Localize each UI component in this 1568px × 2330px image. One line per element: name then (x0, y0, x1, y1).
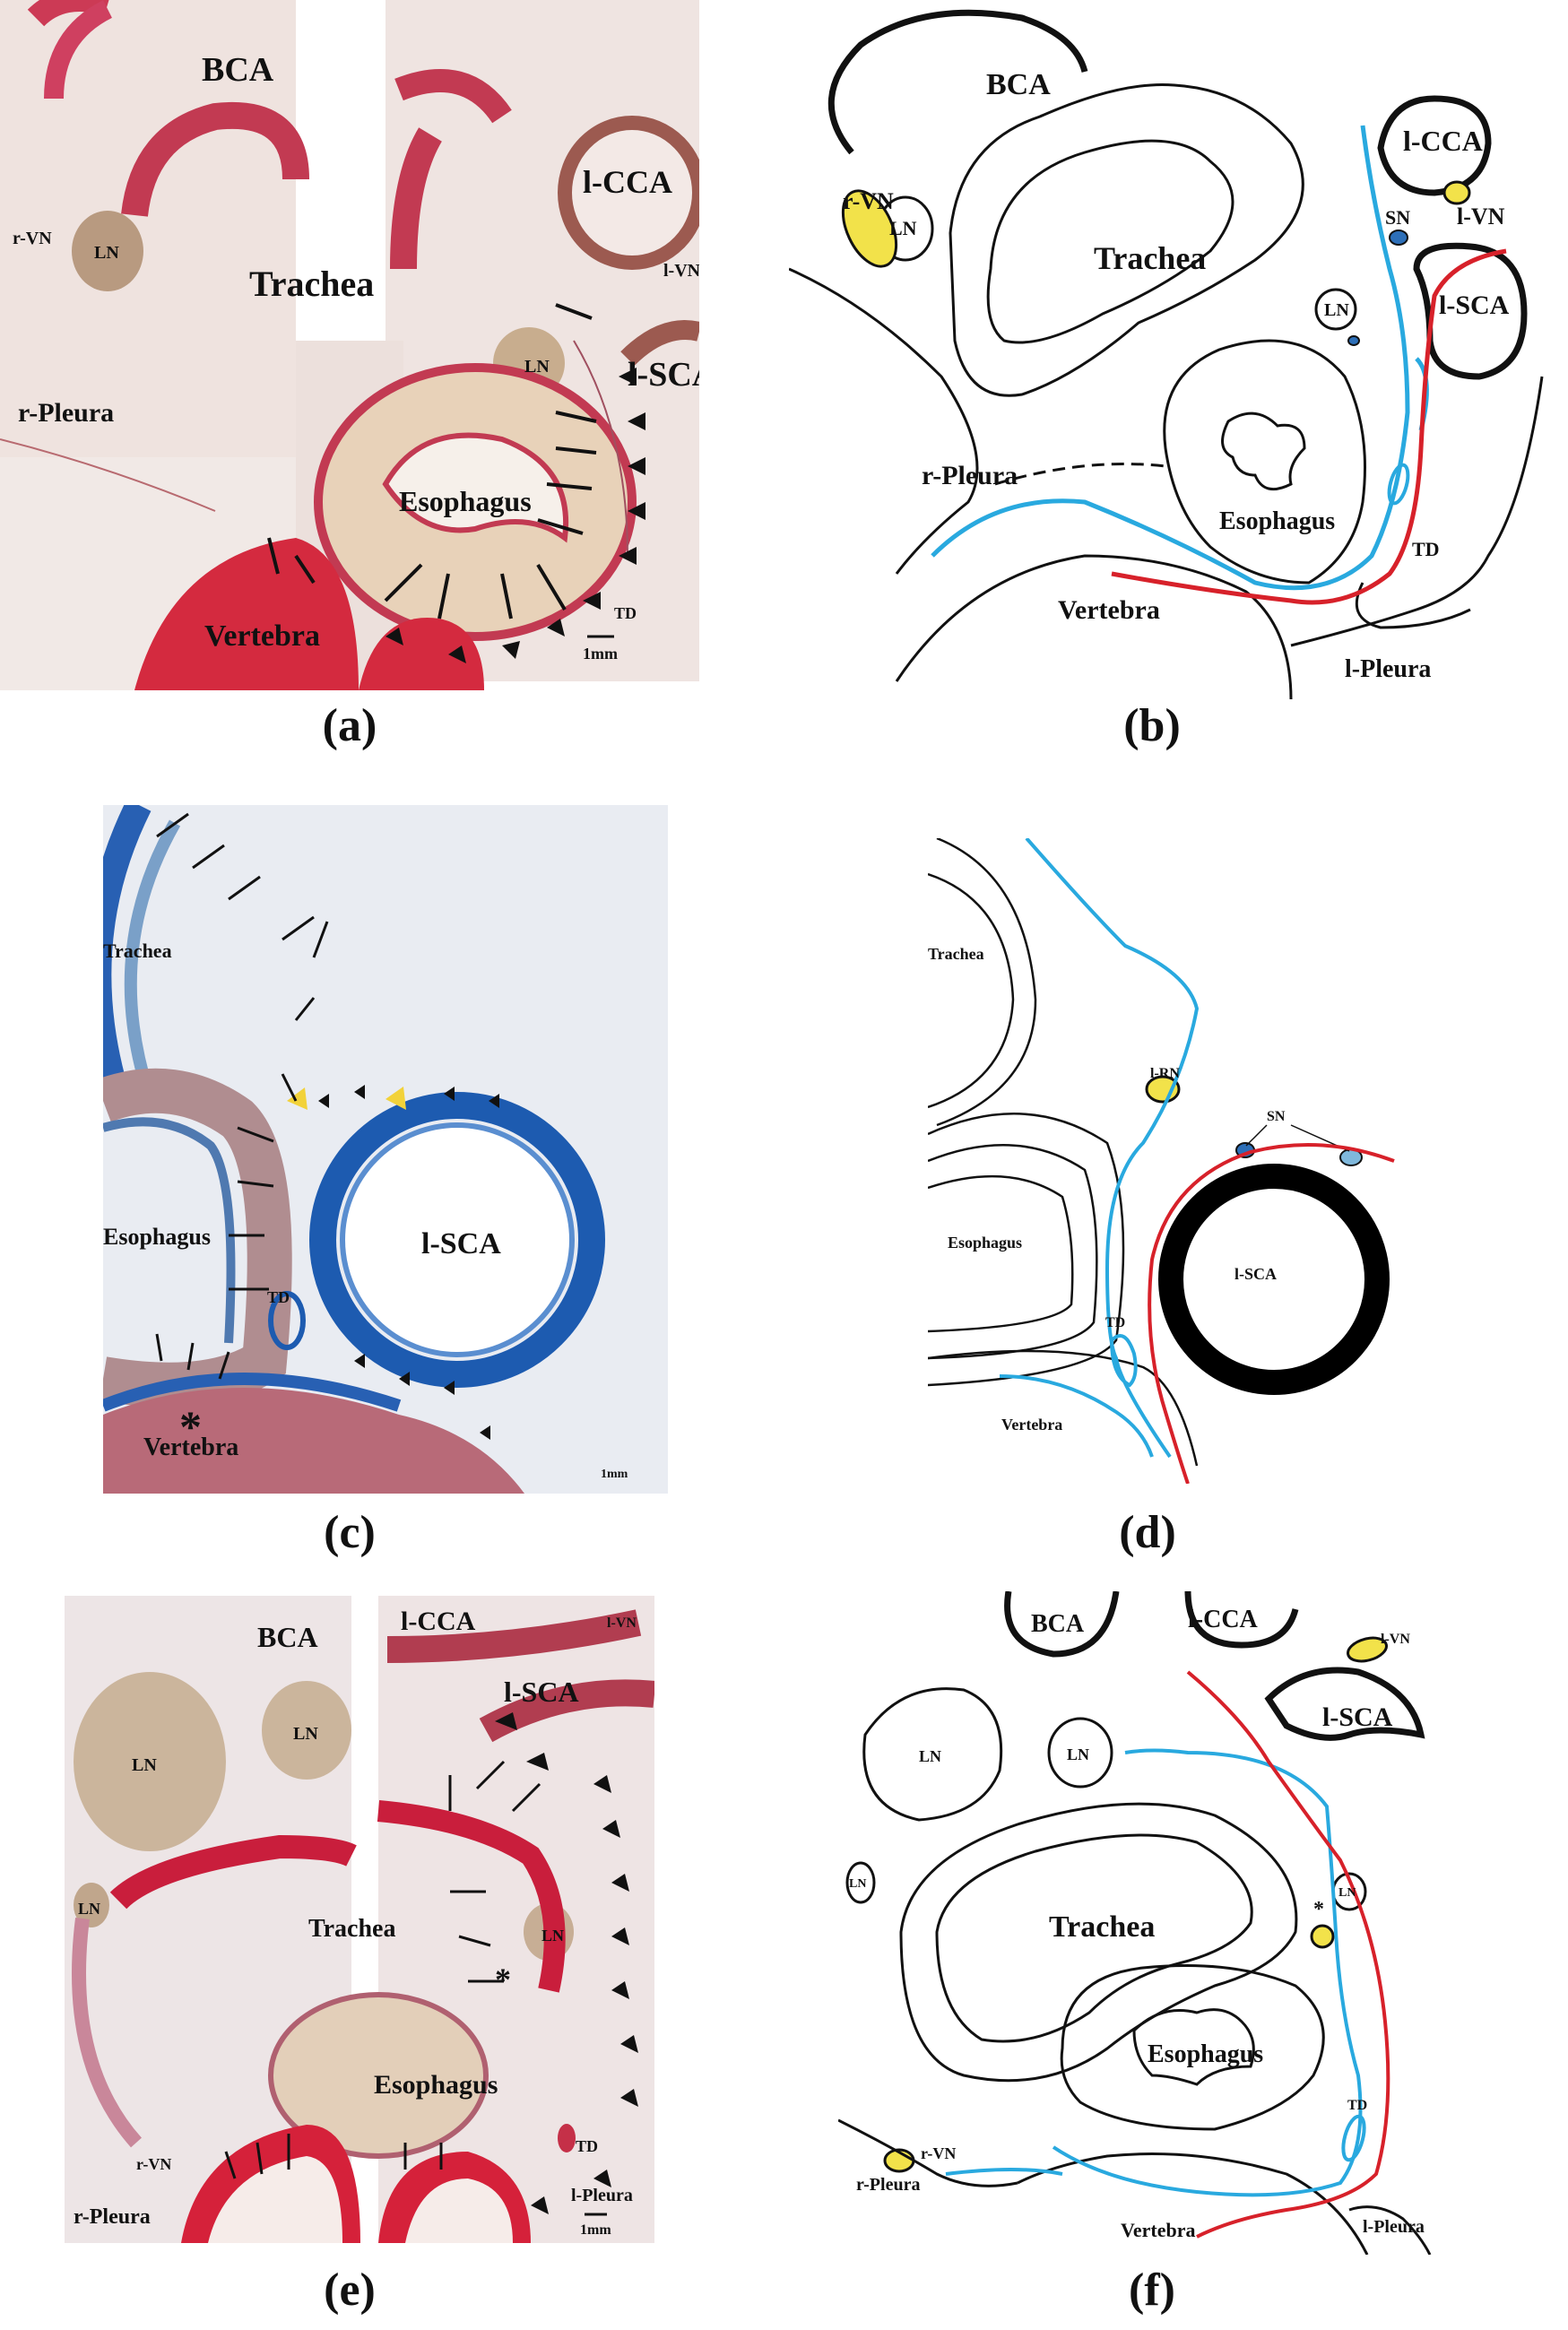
panel-e-ln1: LN (132, 1755, 157, 1775)
panel-b-rpleura: r-Pleura (922, 461, 1018, 490)
panel-b-lvn: l-VN (1457, 204, 1505, 230)
panel-f-ln2: LN (1067, 1745, 1089, 1763)
panel-a-image: BCA l-CCA r-VN LN Trachea l-VN LN l-SCA … (0, 0, 699, 690)
panel-a-esophagus: Esophagus (399, 485, 532, 517)
panel-b-td: TD (1412, 538, 1440, 560)
panel-a-lvn: l-VN (663, 261, 699, 281)
panel-c-trachea: Trachea (103, 940, 172, 962)
panel-b-vertebra: Vertebra (1058, 595, 1160, 625)
panel-c-arrows (155, 812, 329, 1380)
panel-d-lsca: l-SCA (1234, 1265, 1277, 1283)
panel-f-ln3: LN (849, 1877, 866, 1891)
panel-e-scale: 1mm (580, 2222, 611, 2238)
panel-e-bca: BCA (257, 1621, 318, 1653)
panel-a-lcca: l-CCA (583, 164, 672, 200)
panel-e-arrows (224, 1760, 541, 2179)
panel-e-ln3: LN (78, 1900, 100, 1918)
panel-c-asterisk: * (179, 1401, 202, 1451)
panel-e-lpleura: l-Pleura (571, 2186, 633, 2205)
panel-b-image: BCA l-CCA r-VN LN l-VN Trachea SN LN l-S… (789, 9, 1544, 699)
panel-f-lcca: l-CCA (1188, 1606, 1259, 1633)
panel-d-esophagus: Esophagus (948, 1234, 1022, 1252)
panel-a-arrowheads (386, 368, 645, 663)
panel-a-rpleura: r-Pleura (18, 398, 114, 428)
panel-f-rpleura: r-Pleura (856, 2175, 920, 2195)
caption-a: (a) (322, 700, 377, 751)
panel-a-vertebra: Vertebra (204, 619, 320, 653)
panel-f-lpleura: l-Pleura (1363, 2217, 1425, 2237)
panel-d-td: TD (1105, 1315, 1125, 1330)
panel-e-histology: * BCA l-CCA l-VN l-SCA LN LN LN Trachea … (65, 1596, 654, 2243)
panel-e-esophagus: Esophagus (374, 2070, 498, 2100)
panel-b-sn: SN (1385, 206, 1410, 229)
panel-e-lcca: l-CCA (401, 1607, 476, 1636)
panel-c-td: TD (267, 1288, 290, 1306)
panel-f-ln1: LN (919, 1747, 941, 1765)
panel-f-asterisk: * (1313, 1898, 1324, 1921)
panel-a-scale: 1mm (583, 645, 618, 663)
caption-e: (e) (324, 2265, 376, 2316)
panel-a-td: TD (614, 604, 637, 622)
panel-c-histology: * Trachea Esophagus l-SCA TD Vertebra 1m… (103, 805, 668, 1494)
panel-c-scale: 1mm (601, 1468, 628, 1481)
panel-c-lsca: l-SCA (421, 1227, 501, 1260)
panel-b-lpleura: l-Pleura (1345, 655, 1431, 683)
panel-a-bca: BCA (202, 51, 274, 89)
panel-c-esophagus: Esophagus (103, 1224, 211, 1250)
panel-a-lsca: l-SCA (628, 356, 699, 394)
panel-f-esophagus: Esophagus (1148, 2040, 1263, 2068)
panel-a-trachea: Trachea (249, 264, 374, 304)
panel-f-ln4: LN (1338, 1886, 1356, 1900)
panel-f-image: BCA l-CCA l-VN l-SCA LN LN Trachea LN LN… (838, 1591, 1432, 2255)
panel-d-trachea: Trachea (928, 945, 984, 963)
panel-f-td: TD (1347, 2098, 1367, 2113)
panel-b-rvn: r-VN (843, 188, 894, 214)
panel-b-lcca: l-CCA (1403, 125, 1483, 157)
panel-d-vertebra: Vertebra (1001, 1416, 1062, 1434)
panel-e-lsca: l-SCA (504, 1676, 579, 1708)
panel-e-ln2: LN (293, 1724, 318, 1744)
panel-f-lvn: l-VN (1381, 1632, 1410, 1647)
panel-f-bca: BCA (1031, 1610, 1085, 1638)
panel-e-ln4: LN (541, 1927, 564, 1945)
panel-e-rpleura: r-Pleura (74, 2205, 151, 2229)
panel-b-bca: BCA (986, 68, 1051, 101)
panel-b-trachea: Trachea (1094, 240, 1206, 276)
caption-d: (d) (1119, 1507, 1176, 1558)
caption-b: (b) (1123, 700, 1181, 751)
panel-a-ln2: LN (524, 357, 550, 377)
panel-c-vertebra: Vertebra (143, 1434, 238, 1461)
panel-e-rvn: r-VN (136, 2155, 171, 2173)
panel-c-image: * Trachea Esophagus l-SCA TD Vertebra 1m… (103, 805, 668, 1494)
panel-f-rvn: r-VN (921, 2144, 956, 2162)
panel-b-schematic: BCA l-CCA r-VN LN l-VN Trachea SN LN l-S… (789, 0, 1568, 699)
panel-e-trachea: Trachea (308, 1915, 395, 1943)
panel-f-lsca: l-SCA (1322, 1702, 1393, 1732)
panel-a-arrows (267, 303, 597, 619)
panel-e-lvn: l-VN (607, 1615, 637, 1631)
panel-e-image: * BCA l-CCA l-VN l-SCA LN LN LN Trachea … (65, 1596, 654, 2243)
caption-c: (c) (324, 1507, 376, 1558)
panel-d-schematic: Trachea l-RN SN Esophagus l-SCA TD Verte… (928, 838, 1430, 1484)
panel-a-histology: BCA l-CCA r-VN LN Trachea l-VN LN l-SCA … (0, 0, 699, 690)
panel-e-arrowheads (495, 1712, 638, 2214)
panel-d-image: Trachea l-RN SN Esophagus l-SCA TD Verte… (928, 838, 1395, 1484)
caption-f: (f) (1129, 2265, 1175, 2316)
panel-e-asterisk: * (495, 1962, 511, 1997)
panel-c-arrowheads (318, 1085, 499, 1440)
panel-f-trachea: Trachea (1049, 1910, 1155, 1944)
panel-a-ln1: LN (94, 243, 119, 263)
panel-d-lrn: l-RN (1150, 1066, 1180, 1081)
panel-b-ln2: LN (1324, 300, 1349, 320)
panel-b-ln1: LN (889, 217, 917, 239)
panel-f-schematic: BCA l-CCA l-VN l-SCA LN LN Trachea LN LN… (838, 1591, 1466, 2255)
panel-b-lsca: l-SCA (1439, 290, 1510, 320)
panel-d-sn: SN (1267, 1109, 1286, 1124)
panel-b-esophagus: Esophagus (1219, 507, 1335, 535)
panel-f-vertebra: Vertebra (1121, 2219, 1196, 2241)
panel-e-td: TD (576, 2137, 598, 2155)
panel-a-rvn: r-VN (13, 229, 52, 248)
